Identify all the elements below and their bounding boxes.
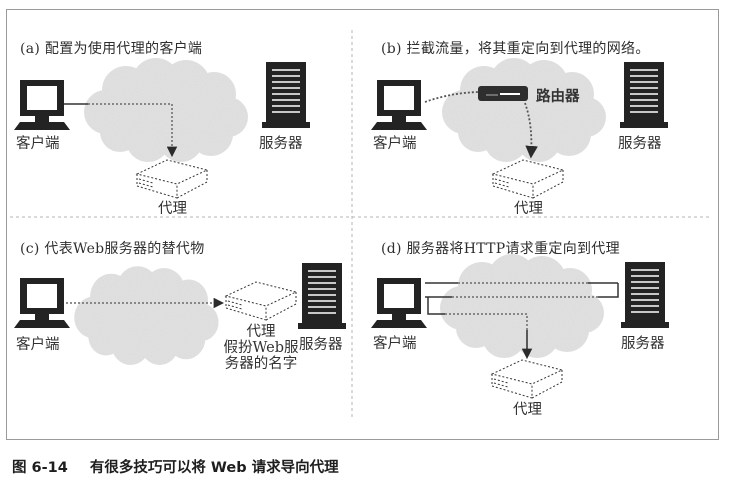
proxy-box-icon bbox=[136, 159, 208, 199]
server-label: 服务器 bbox=[621, 336, 665, 352]
proxy-box-icon bbox=[492, 159, 564, 199]
server-icon bbox=[297, 262, 347, 330]
figure-frame bbox=[6, 9, 719, 440]
redirect-loop bbox=[425, 282, 619, 315]
panel-c bbox=[14, 262, 347, 365]
http-request-paths bbox=[445, 282, 600, 330]
figure-caption: 图 6-14 有很多技巧可以将 Web 请求导向代理 bbox=[12, 456, 339, 477]
panel-a bbox=[14, 58, 311, 199]
proxy-label-line: 务器的名字 bbox=[224, 356, 298, 372]
panel-c-title: (c) 代表Web服务器的替代物 bbox=[20, 241, 205, 257]
server-label: 服务器 bbox=[259, 136, 303, 152]
panel-d-title: (d) 服务器将HTTP请求重定向到代理 bbox=[381, 241, 620, 257]
network-cloud-icon bbox=[442, 58, 606, 162]
network-cloud-icon bbox=[84, 58, 248, 162]
server-icon bbox=[261, 61, 311, 129]
client-monitor-icon bbox=[14, 80, 70, 130]
proxy-label: 代理 bbox=[513, 402, 542, 418]
figure-caption-text: 有很多技巧可以将 Web 请求导向代理 bbox=[89, 460, 339, 476]
proxy-label: 代理 bbox=[514, 201, 543, 217]
client-to-router-path bbox=[424, 91, 479, 103]
client-monitor-icon bbox=[371, 80, 427, 130]
proxy-label: 代理 假扮Web服 务器的名字 bbox=[222, 324, 300, 372]
request-path-arrow bbox=[88, 103, 178, 158]
router-icon bbox=[478, 86, 528, 101]
proxy-box-icon bbox=[225, 281, 297, 321]
panel-b-title: (b) 拦截流量，将其重定向到代理的网络。 bbox=[381, 41, 650, 57]
proxy-label: 代理 bbox=[158, 201, 187, 217]
server-label: 服务器 bbox=[299, 337, 343, 353]
router-label: 路由器 bbox=[536, 88, 580, 105]
client-label: 客户端 bbox=[373, 336, 417, 352]
figure-number: 图 6-14 bbox=[12, 460, 68, 476]
client-monitor-icon bbox=[14, 278, 70, 328]
client-monitor-icon bbox=[371, 278, 427, 328]
proxy-label-line: 代理 bbox=[246, 324, 276, 340]
server-label: 服务器 bbox=[618, 136, 662, 152]
client-label: 客户端 bbox=[16, 136, 60, 152]
client-label: 客户端 bbox=[16, 337, 60, 353]
panel-b bbox=[371, 58, 669, 199]
panel-d bbox=[371, 254, 670, 399]
network-cloud-icon bbox=[74, 266, 219, 365]
server-icon bbox=[620, 261, 670, 329]
proxy-label-line: 假扮Web服 bbox=[223, 340, 299, 356]
proxy-box-icon bbox=[491, 359, 563, 399]
panel-a-title: (a) 配置为使用代理的客户端 bbox=[20, 41, 203, 57]
server-icon bbox=[619, 61, 669, 129]
router-to-proxy-path bbox=[524, 102, 538, 159]
network-cloud-icon bbox=[440, 254, 604, 358]
client-label: 客户端 bbox=[373, 136, 417, 152]
